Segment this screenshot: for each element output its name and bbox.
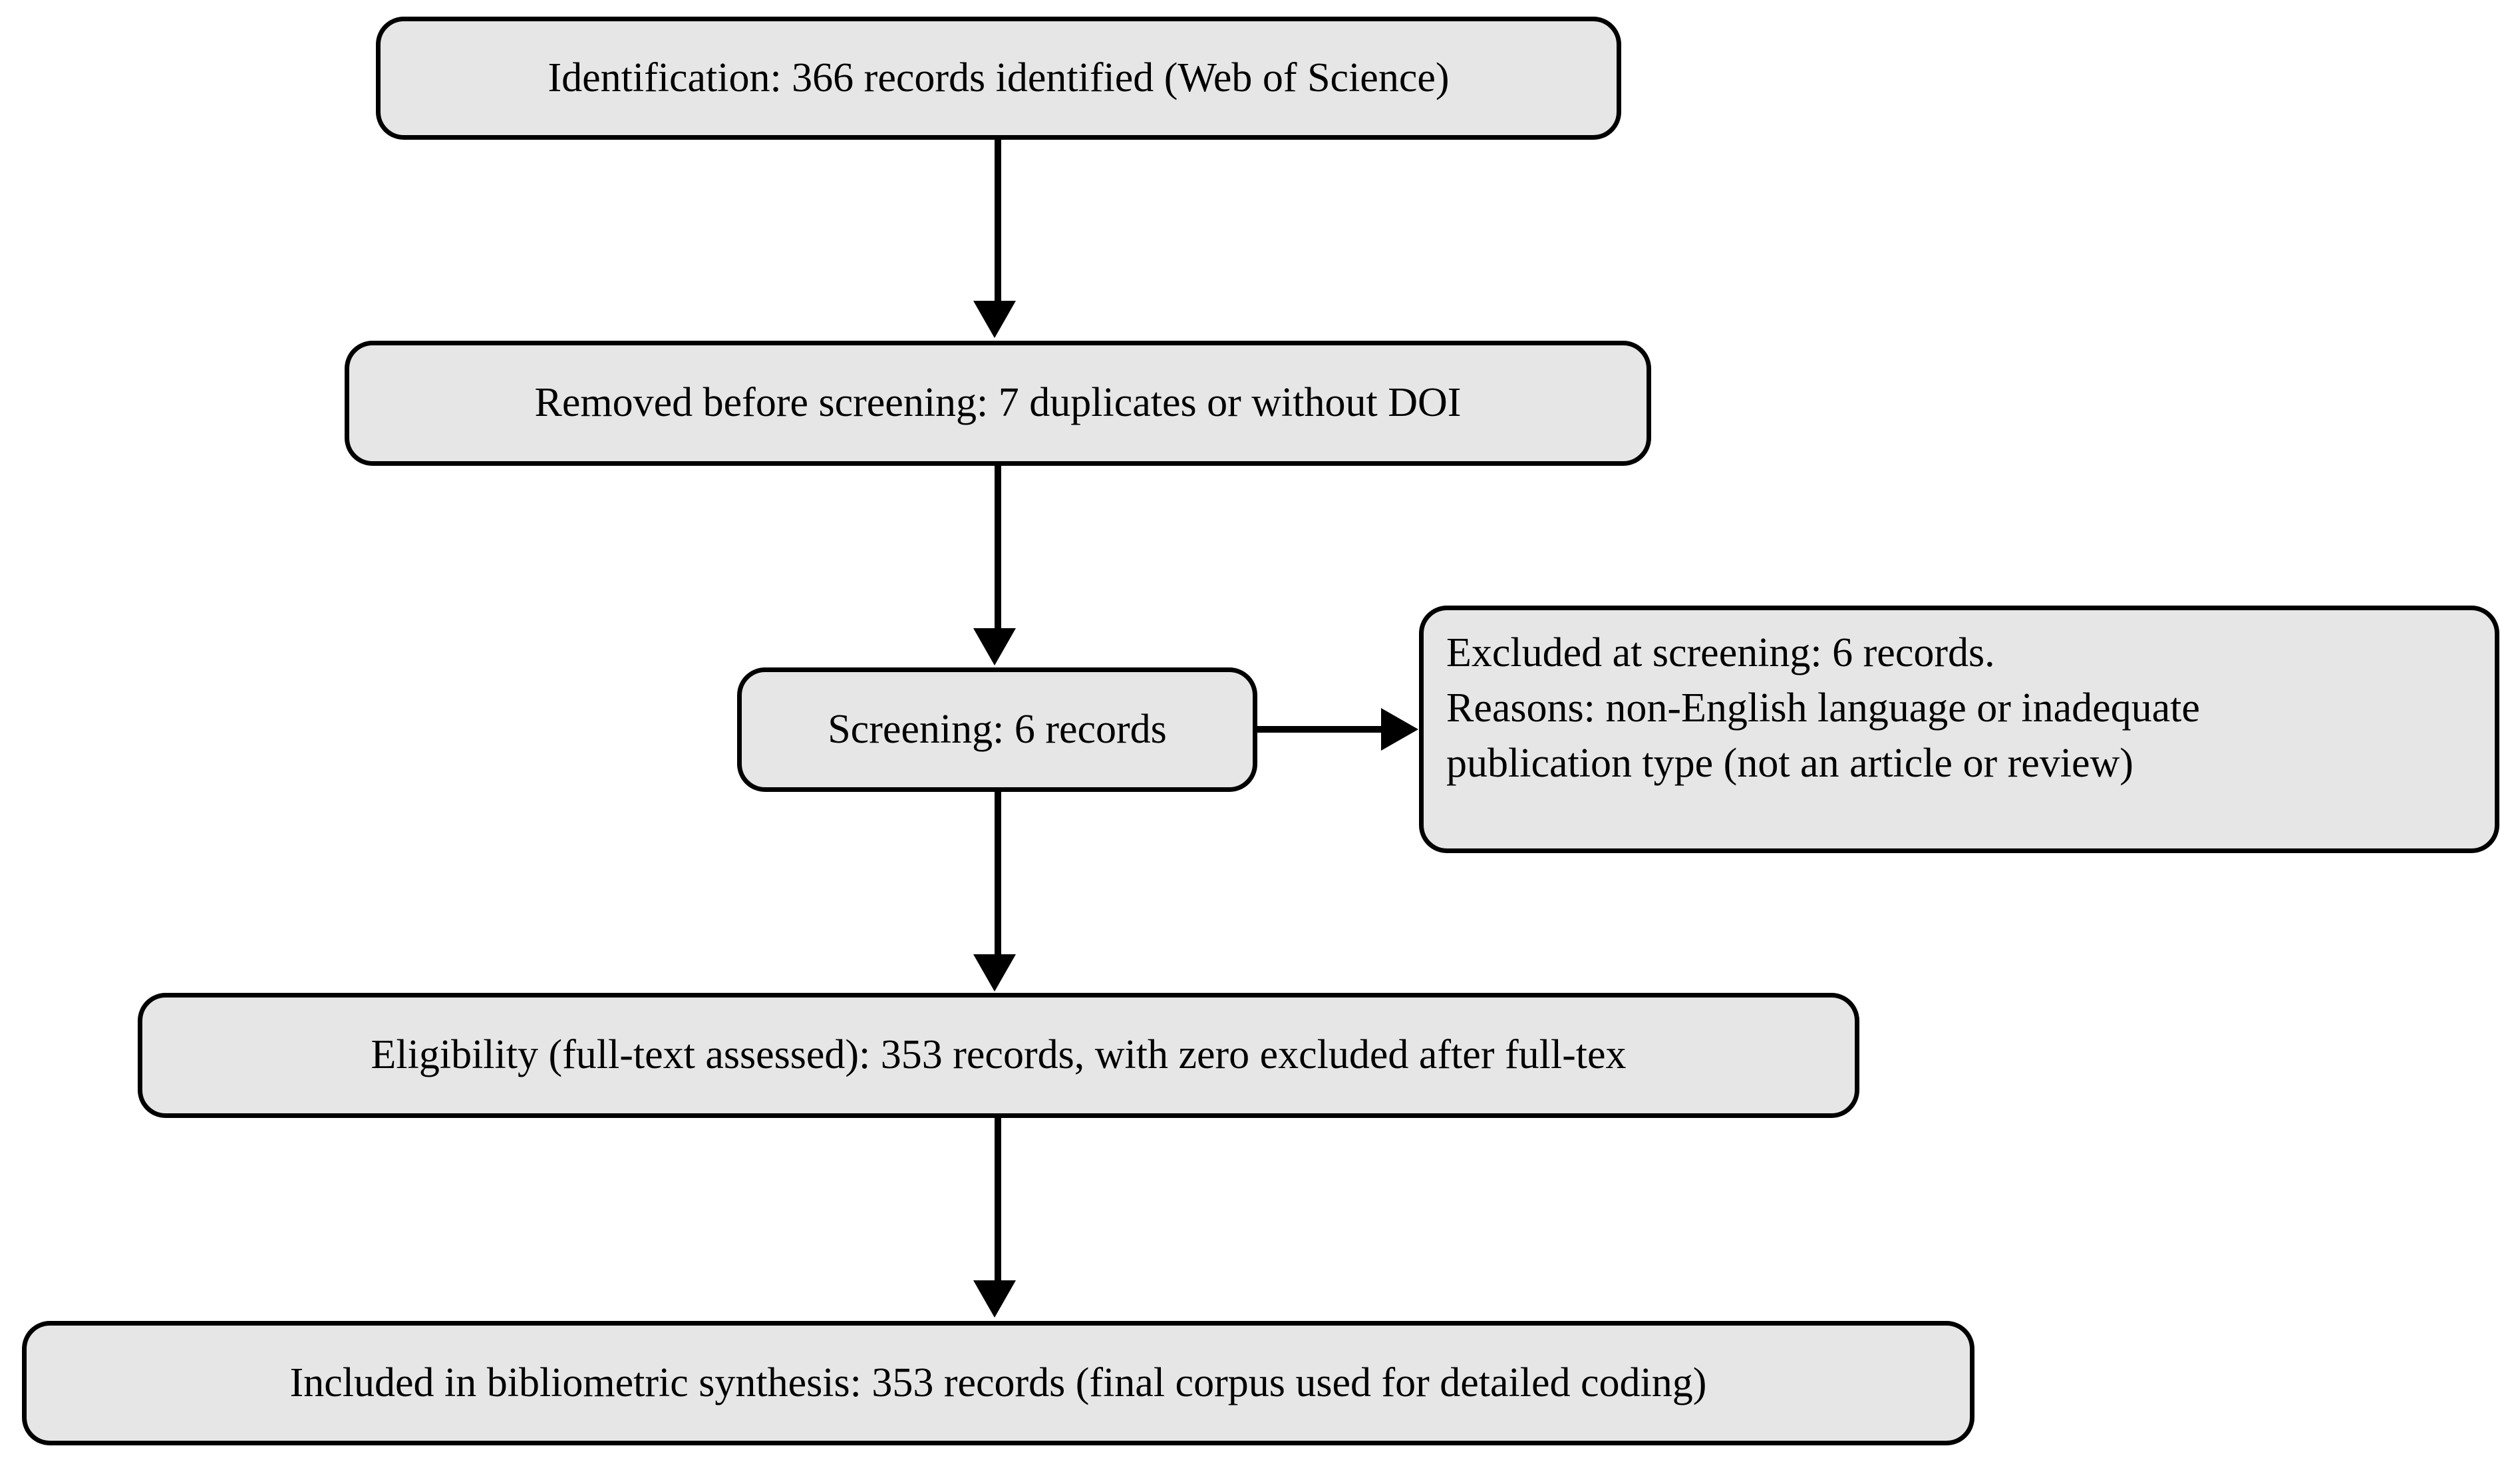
arrowhead-down-icon-screening-to-eligibility [973,954,1016,992]
node-included-in-synthesis: Included in bibliometric synthesis: 353 … [22,1321,1974,1445]
node-screening: Screening: 6 records [737,667,1257,792]
node-excluded-line-3: publication type (not an article or revi… [1446,741,2133,787]
connector-eligibility-to-included-line [995,1118,1001,1284]
connector-removed-to-screening-line [995,466,1001,632]
arrowhead-down-icon-identification-to-removed [973,301,1016,338]
connector-screening-to-eligibility-line [995,792,1001,958]
arrowhead-down-icon-removed-to-screening [973,628,1016,665]
arrowhead-down-icon-eligibility-to-included [973,1280,1016,1318]
node-excluded-at-screening: Excluded at screening: 6 records. Reason… [1419,606,2499,853]
node-eligibility: Eligibility (full-text assessed): 353 re… [138,993,1859,1118]
connector-screening-to-excluded-line [1257,726,1384,733]
node-excluded-line-1: Excluded at screening: 6 records. [1446,630,1995,675]
node-excluded-line-2: Reasons: non-English language or inadequ… [1446,685,2200,731]
node-removed-before-screening: Removed before screening: 7 duplicates o… [345,341,1651,466]
arrowhead-right-icon-screening-to-excluded [1381,708,1418,751]
connector-identification-to-removed-line [995,140,1001,306]
node-identification: Identification: 366 records identified (… [376,17,1621,140]
